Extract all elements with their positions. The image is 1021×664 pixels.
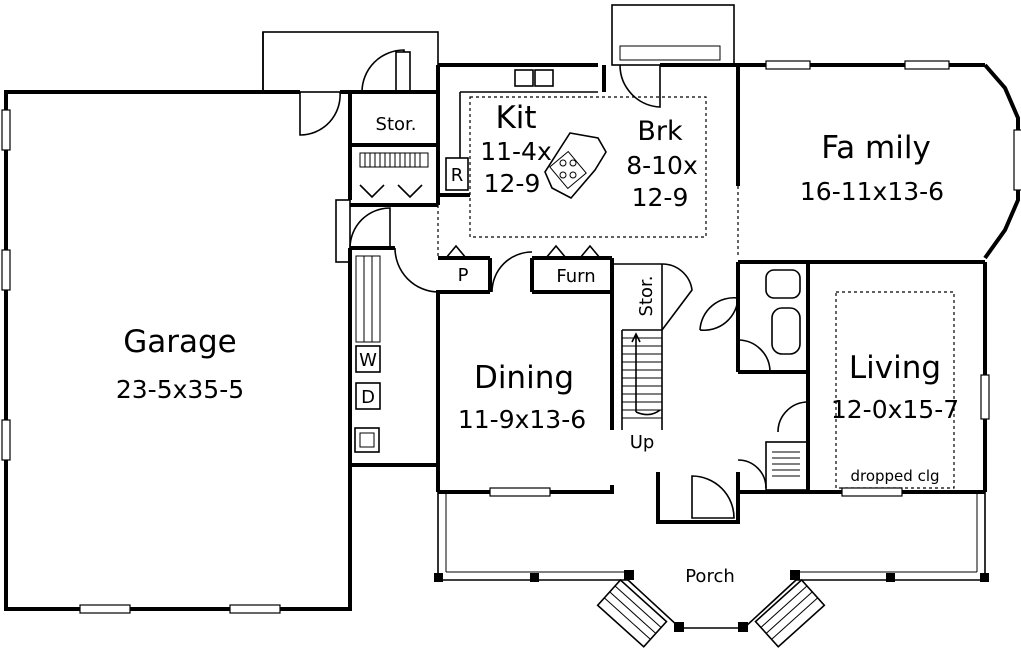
living-label: Living	[849, 350, 941, 386]
kitchen-dims-line1: 11-4x	[480, 137, 552, 166]
family-dims: 16-11x13-6	[800, 177, 944, 206]
dining-label: Dining	[474, 360, 574, 396]
storage-stair-label: Stor.	[636, 276, 657, 317]
pantry-furnace-stair	[438, 244, 739, 430]
storage-top-label: Stor.	[376, 114, 417, 135]
pantry-label: P	[458, 265, 469, 286]
garage-dims: 23-5x35-5	[116, 375, 244, 404]
refrigerator-label: R	[451, 165, 464, 186]
stair-up-label: Up	[630, 432, 655, 453]
dryer-label: D	[361, 387, 375, 408]
living-dims: 12-0x15-7	[831, 395, 959, 424]
washer-label: W	[359, 350, 377, 371]
kitchen-dims-line2: 12-9	[484, 169, 541, 198]
dining-dims: 11-9x13-6	[458, 405, 586, 434]
garage-label: Garage	[123, 324, 237, 360]
living-note: dropped clg	[850, 467, 939, 485]
front-wall-porch	[434, 472, 989, 648]
breakfast-label: Brk	[637, 116, 683, 147]
breakfast-dims-line1: 8-10x	[626, 151, 698, 180]
breakfast-dims-line2: 12-9	[632, 183, 689, 212]
bath-closets	[736, 262, 810, 491]
kitchen-label: Kit	[495, 100, 536, 136]
entry-storage-block	[262, 31, 440, 492]
furnace-label: Furn	[556, 266, 595, 287]
family-label: Fa mily	[821, 130, 931, 166]
porch-label: Porch	[685, 566, 735, 587]
kitchen-breakfast	[437, 4, 740, 258]
